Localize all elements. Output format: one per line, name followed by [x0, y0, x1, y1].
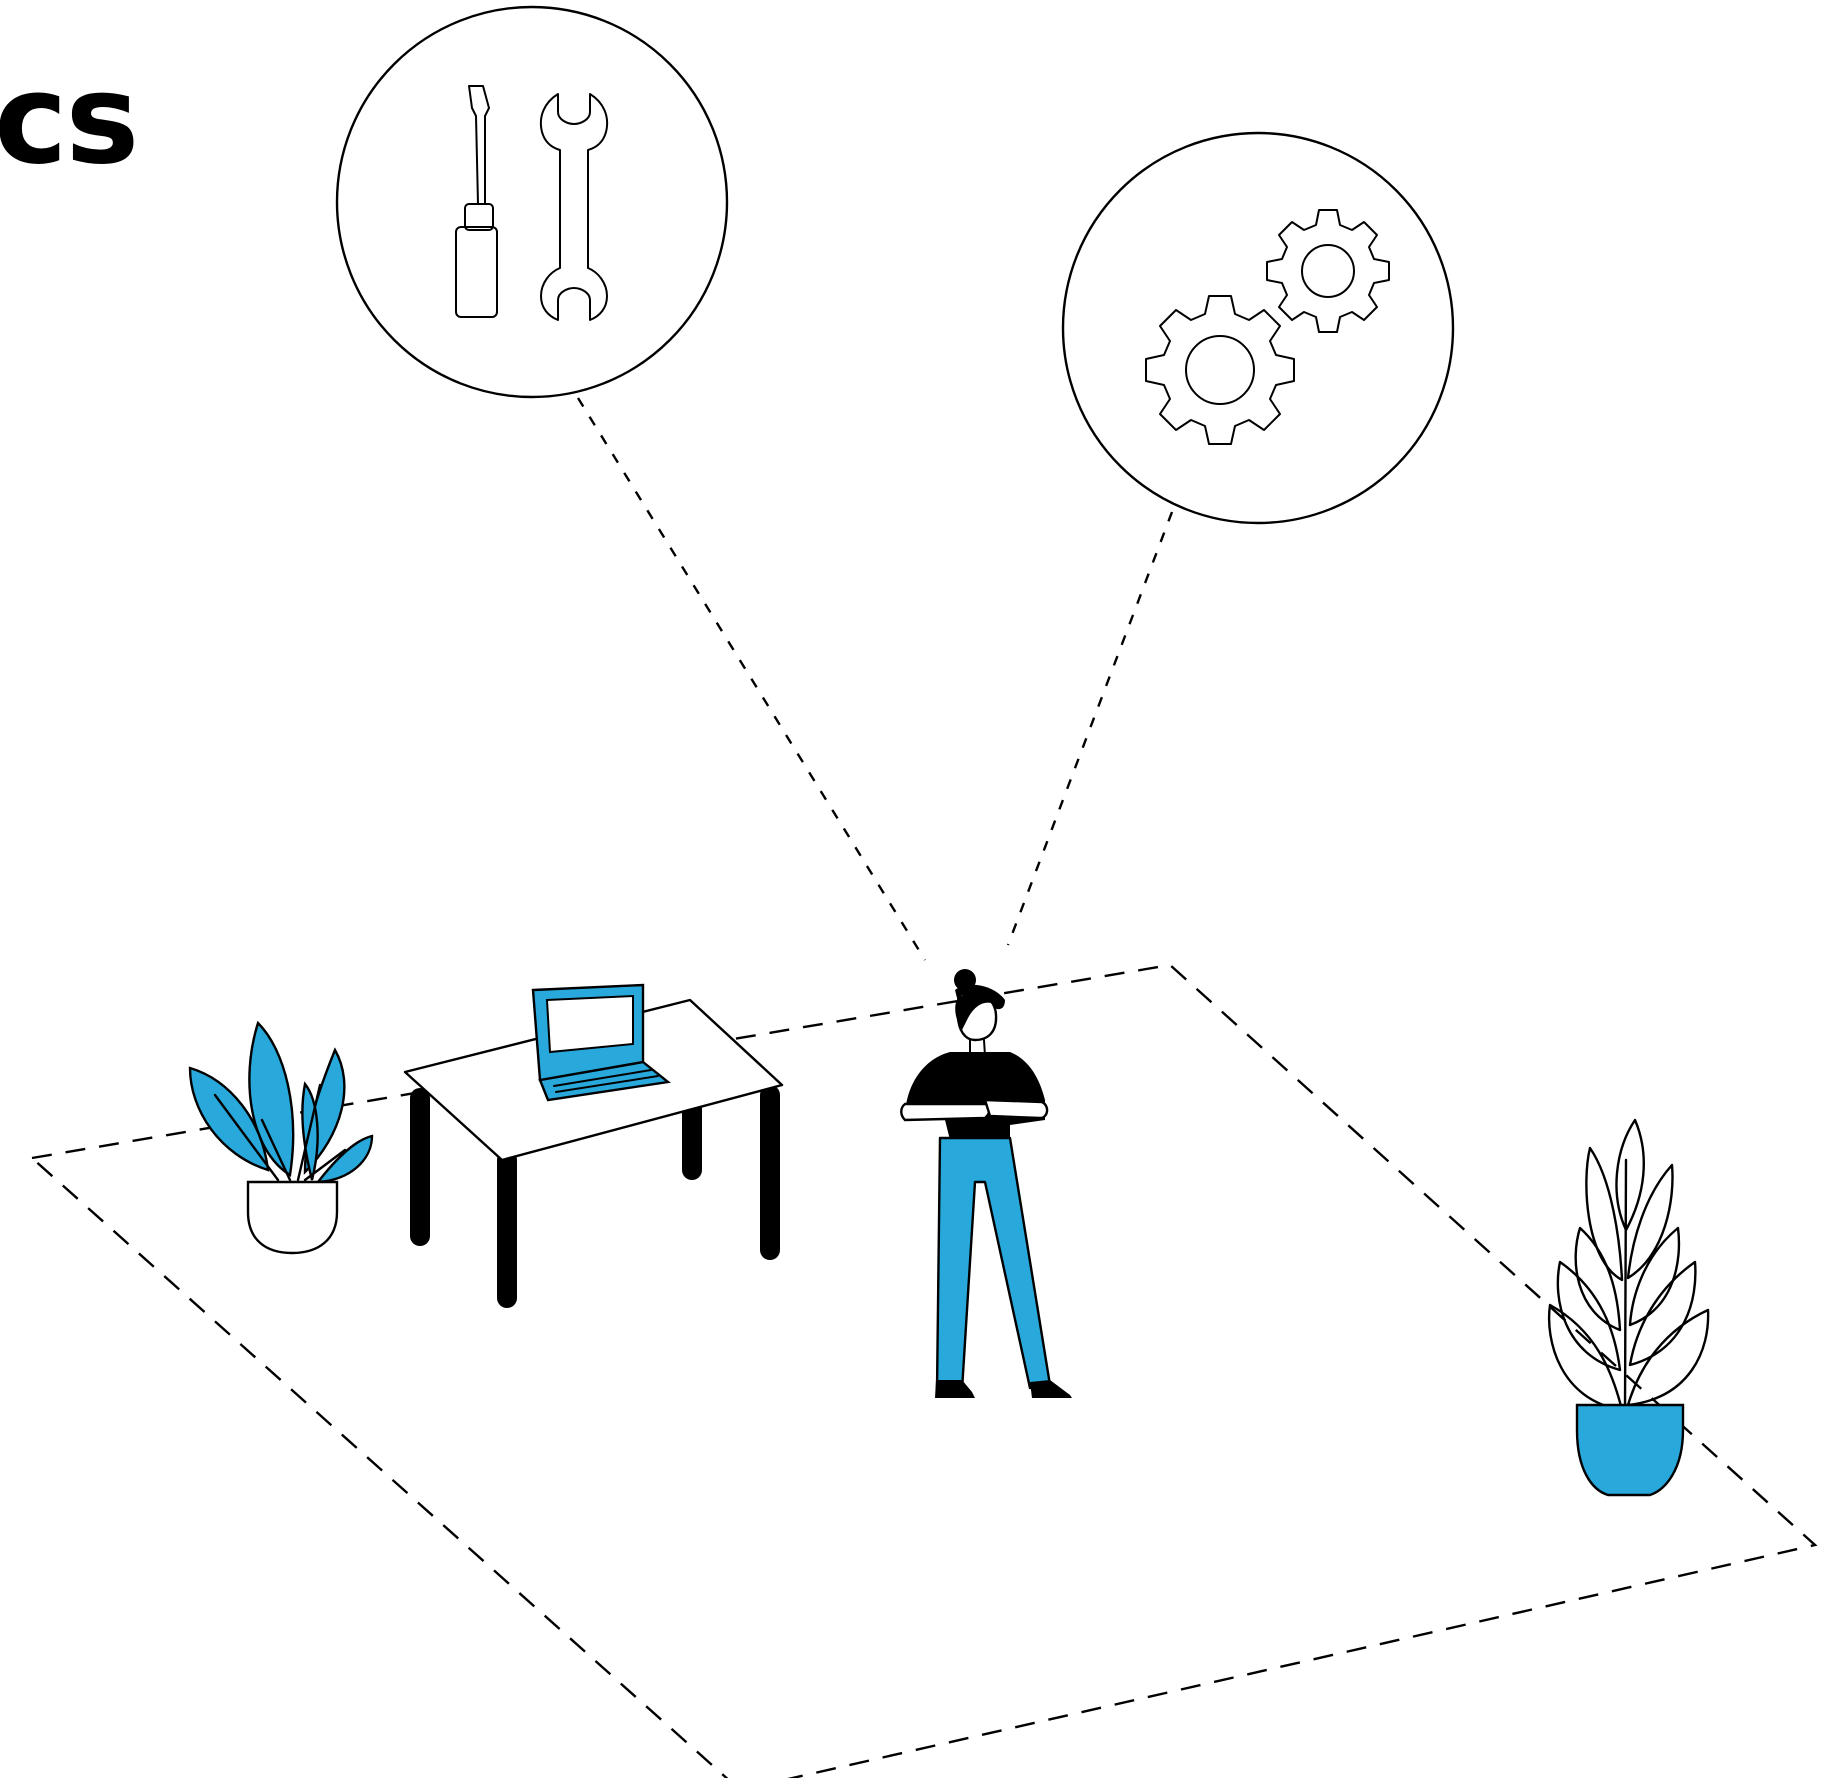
desk-leg: [410, 1088, 430, 1246]
person-hair-front: [955, 992, 994, 1030]
connector-line-gears: [1006, 511, 1174, 946]
desk-leg: [497, 1150, 517, 1308]
person-shirt: [905, 1052, 1045, 1140]
person-shoe: [935, 1380, 975, 1398]
person-shoe: [1030, 1380, 1072, 1398]
laptop-display: [545, 994, 634, 1054]
plant-right: [1548, 1118, 1710, 1497]
laptop: [531, 983, 671, 1102]
desk-leg: [760, 1085, 780, 1260]
page-title-fragment: cs: [0, 48, 139, 192]
wrench-icon: [539, 93, 609, 321]
plant-left-leaf: [315, 1134, 374, 1184]
tools-bubble: [335, 5, 729, 399]
gears-bubble: [1061, 131, 1455, 525]
person-arm-right: [983, 1098, 1049, 1120]
plant-left-leaf: [188, 1066, 270, 1172]
plant-left-pot: [246, 1180, 339, 1255]
connector-line-tools: [576, 397, 927, 961]
person: [900, 969, 1072, 1398]
person-arms: [900, 1102, 991, 1122]
gears-icon: [1145, 209, 1390, 445]
plant-right-pot: [1575, 1403, 1685, 1497]
screwdriver-icon: [455, 85, 498, 318]
plant-left: [188, 1020, 374, 1255]
floor-outline: [29, 963, 1818, 1778]
person-pants: [935, 1136, 1052, 1392]
